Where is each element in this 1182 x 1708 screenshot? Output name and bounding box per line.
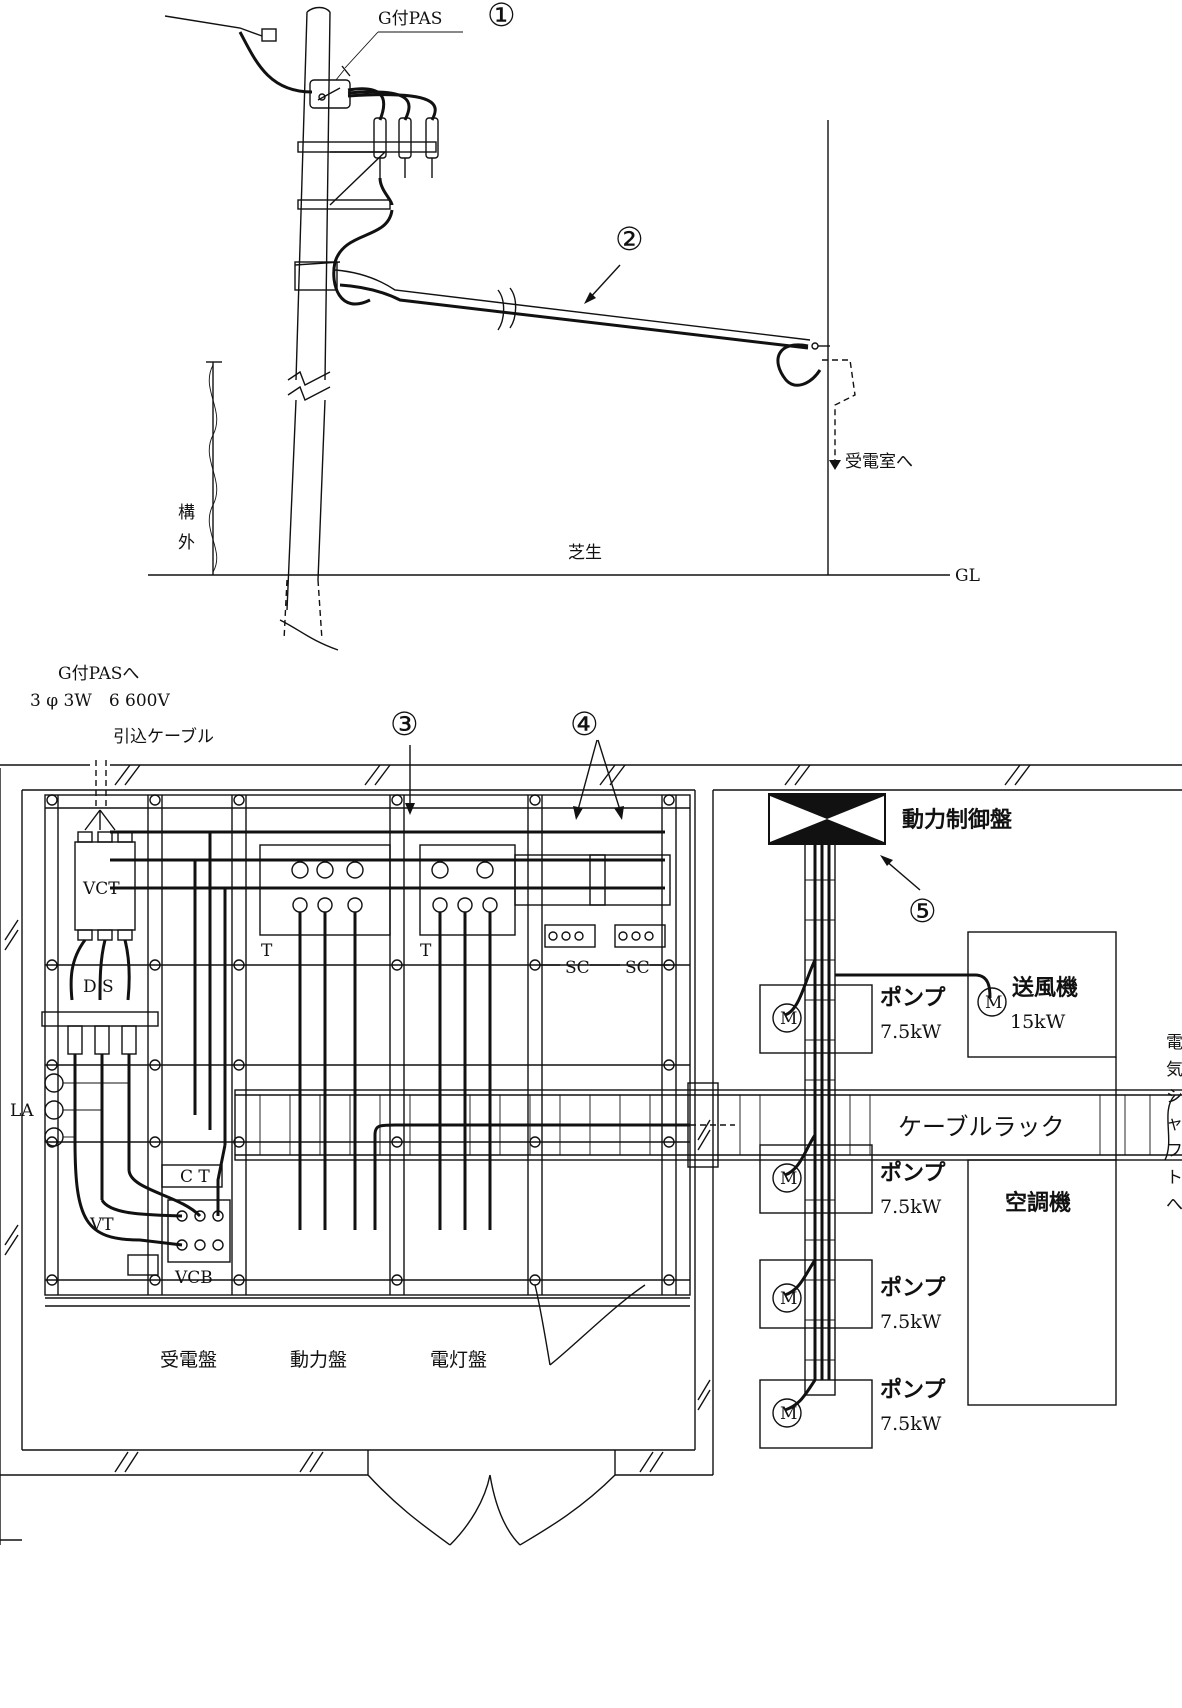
pump-label-4: ポンプ	[880, 1377, 946, 1403]
service-drop-cable	[334, 269, 856, 470]
pas-switch	[309, 65, 351, 109]
transformers	[259, 844, 516, 1230]
ds-label: D S	[83, 977, 114, 997]
la-label: LA	[10, 1101, 34, 1121]
power-panel-label: 動力盤	[290, 1349, 347, 1371]
vt-label: VT	[89, 1215, 114, 1235]
receiving-equipment	[41, 760, 231, 1276]
vcb-label: VCB	[174, 1268, 213, 1288]
transformer-label-2: T	[420, 941, 432, 961]
air-conditioner-label: 空調機	[1005, 1190, 1071, 1216]
pump-kw-2: 7.5kW	[880, 1196, 942, 1218]
cubicle-frames	[44, 794, 691, 1307]
utility-pole-section	[148, 6, 950, 651]
pump-label-2: ポンプ	[880, 1160, 946, 1186]
bus-bars	[110, 830, 665, 1145]
sc-label-1: SC	[565, 958, 590, 978]
motor-label-5: M	[985, 993, 1002, 1013]
shaft-char-5: フ	[1166, 1141, 1182, 1161]
service-cable-label: 引込ケーブル	[113, 726, 214, 747]
motor-label-3: M	[780, 1289, 797, 1309]
lighting-panel-label: 電灯盤	[430, 1349, 487, 1371]
shaft-char-4: ャ	[1166, 1114, 1182, 1134]
insulator-bushings	[332, 87, 439, 306]
marker-5: ⑤	[908, 892, 937, 930]
equipment-boxes	[759, 931, 1117, 1449]
pas-leader	[344, 31, 379, 69]
motor-label-2: M	[780, 1169, 797, 1189]
supply-label: 3 φ 3W 6 600V	[30, 691, 170, 711]
marker-2: ②	[615, 220, 644, 258]
power-control-panel-label: 動力制御盤	[902, 807, 1013, 833]
pump-label-3: ポンプ	[880, 1275, 946, 1301]
sc-label-2: SC	[625, 958, 650, 978]
cable-rack-label: ケーブルラック	[898, 1113, 1065, 1141]
shaft-char-2: 気	[1166, 1060, 1182, 1080]
motor-label-4: M	[780, 1404, 797, 1424]
to-substation-label: 受電室へ	[845, 452, 913, 472]
to-pas-label: G付PASへ	[58, 664, 139, 684]
substation-room	[0, 764, 1182, 1546]
receiving-panel-label: 受電盤	[160, 1349, 217, 1371]
fan-label: 送風機	[1012, 975, 1078, 1001]
pas-label: G付PAS	[378, 9, 442, 29]
shaft-char-7: へ	[1166, 1195, 1182, 1215]
shaft-char-1: 電	[1166, 1033, 1182, 1053]
power-control-panel	[768, 793, 886, 845]
shaft-char-6: ト	[1166, 1168, 1182, 1188]
capacitors	[514, 854, 671, 966]
premises-outside-1: 構	[178, 503, 195, 523]
premises-outside-2: 外	[178, 533, 195, 553]
pump-kw-1: 7.5kW	[880, 1021, 942, 1043]
lawn-label: 芝生	[568, 543, 602, 563]
cable-rack-horizontal	[234, 1082, 1182, 1230]
gl-label: GL	[955, 566, 980, 586]
fan-kw: 15kW	[1010, 1011, 1066, 1033]
shaft-char-3: シ	[1166, 1087, 1182, 1107]
pump-label-1: ポンプ	[880, 985, 946, 1011]
marker-4: ④	[570, 705, 599, 743]
marker-1: ①	[487, 0, 516, 34]
motor-label-1: M	[780, 1009, 797, 1029]
transformer-label-1: T	[261, 941, 273, 961]
marker-3: ③	[390, 705, 419, 743]
ct-label: C T	[180, 1167, 210, 1187]
vct-label: VCT	[82, 879, 120, 899]
pump-kw-4: 7.5kW	[880, 1413, 942, 1435]
pump-kw-3: 7.5kW	[880, 1311, 942, 1333]
utility-pole	[279, 6, 437, 651]
